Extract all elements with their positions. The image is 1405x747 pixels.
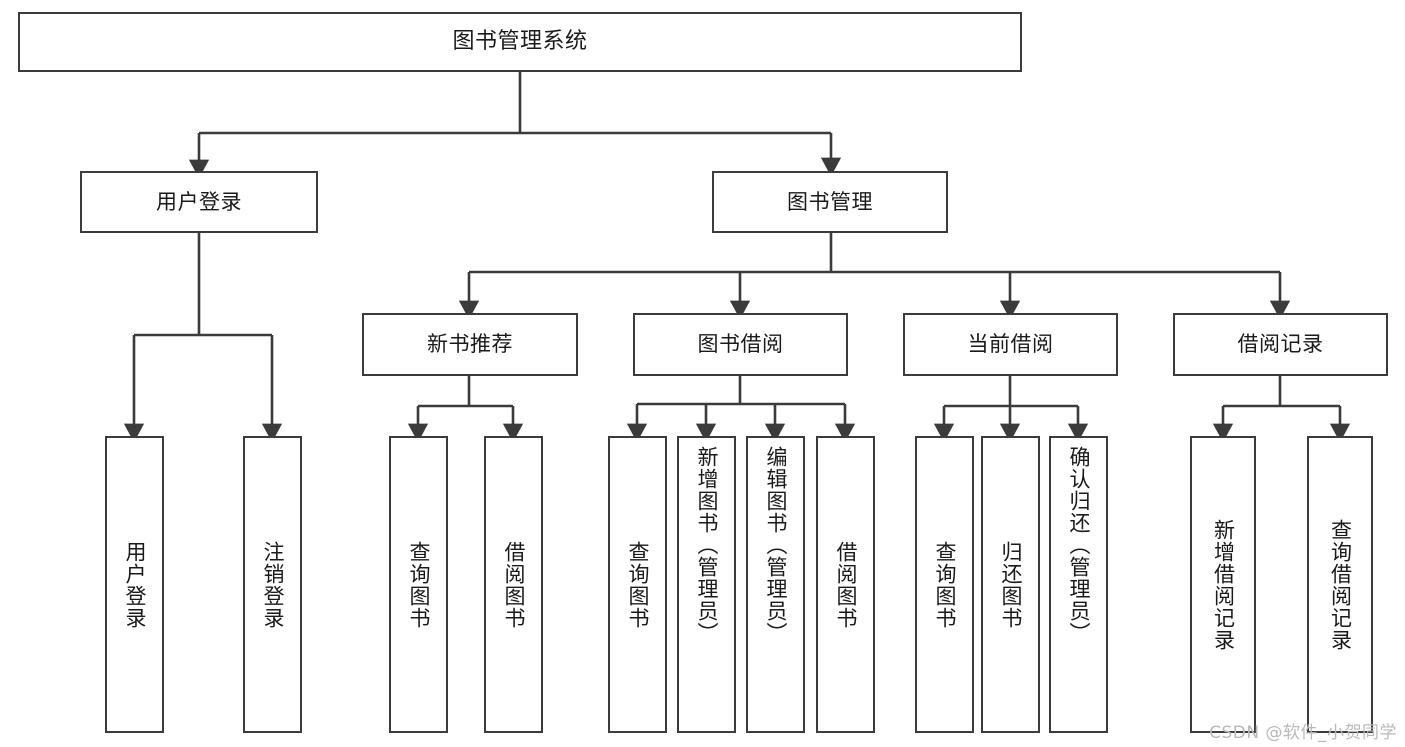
node-leaf-confirm-return-admin[interactable]: 确认归还（管理员）	[1049, 436, 1108, 733]
node-label: 借阅图书	[502, 540, 527, 629]
node-book-management[interactable]: 图书管理	[712, 171, 948, 233]
csdn-watermark: CSDN @软件_小贺同学	[1209, 723, 1397, 743]
node-leaf-query-borrow-record[interactable]: 查询借阅记录	[1307, 436, 1373, 733]
node-label: 当前借阅	[967, 332, 1054, 357]
node-leaf-query-book-current[interactable]: 查询图书	[915, 436, 974, 733]
node-label: 查询图书	[407, 540, 432, 629]
node-user-login[interactable]: 用户登录	[80, 171, 318, 233]
node-leaf-query-book-recommendation[interactable]: 查询图书	[389, 436, 448, 733]
node-label: 图书管理	[787, 189, 873, 214]
node-leaf-add-book-admin[interactable]: 新增图书（管理员）	[677, 436, 736, 733]
node-borrow-record[interactable]: 借阅记录	[1173, 313, 1388, 376]
node-leaf-user-login[interactable]: 用户登录	[105, 436, 164, 733]
node-label: 编辑图书（管理员）	[764, 446, 789, 644]
node-current-borrowing[interactable]: 当前借阅	[903, 313, 1118, 376]
node-label: 查询借阅记录	[1328, 518, 1353, 651]
node-new-book-recommendation[interactable]: 新书推荐	[362, 313, 578, 376]
node-label: 图书借阅	[697, 332, 784, 357]
node-label: 借阅图书	[834, 540, 859, 629]
node-leaf-query-book-borrowing[interactable]: 查询图书	[608, 436, 667, 733]
node-leaf-borrow-book-recommendation[interactable]: 借阅图书	[484, 436, 543, 733]
node-label: 新增借阅记录	[1211, 518, 1236, 651]
node-book-borrowing[interactable]: 图书借阅	[633, 313, 848, 376]
node-label: 用户登录	[123, 540, 148, 629]
node-leaf-borrow-book-borrowing[interactable]: 借阅图书	[816, 436, 875, 733]
node-label: 注销登录	[261, 540, 286, 629]
node-label: 新增图书（管理员）	[695, 446, 720, 644]
node-label: 查询图书	[933, 540, 958, 629]
node-root-book-management-system[interactable]: 图书管理系统	[18, 12, 1022, 72]
node-label: 图书管理系统	[452, 29, 588, 55]
node-label: 用户登录	[156, 189, 242, 214]
node-label: 新书推荐	[427, 332, 513, 357]
node-leaf-return-book[interactable]: 归还图书	[981, 436, 1040, 733]
node-label: 查询图书	[626, 540, 651, 629]
node-label: 借阅记录	[1237, 332, 1324, 357]
node-leaf-add-borrow-record[interactable]: 新增借阅记录	[1190, 436, 1256, 733]
node-label: 归还图书	[999, 540, 1024, 629]
node-label: 确认归还（管理员）	[1067, 446, 1092, 644]
node-leaf-edit-book-admin[interactable]: 编辑图书（管理员）	[746, 436, 805, 733]
node-leaf-logout[interactable]: 注销登录	[243, 436, 302, 733]
